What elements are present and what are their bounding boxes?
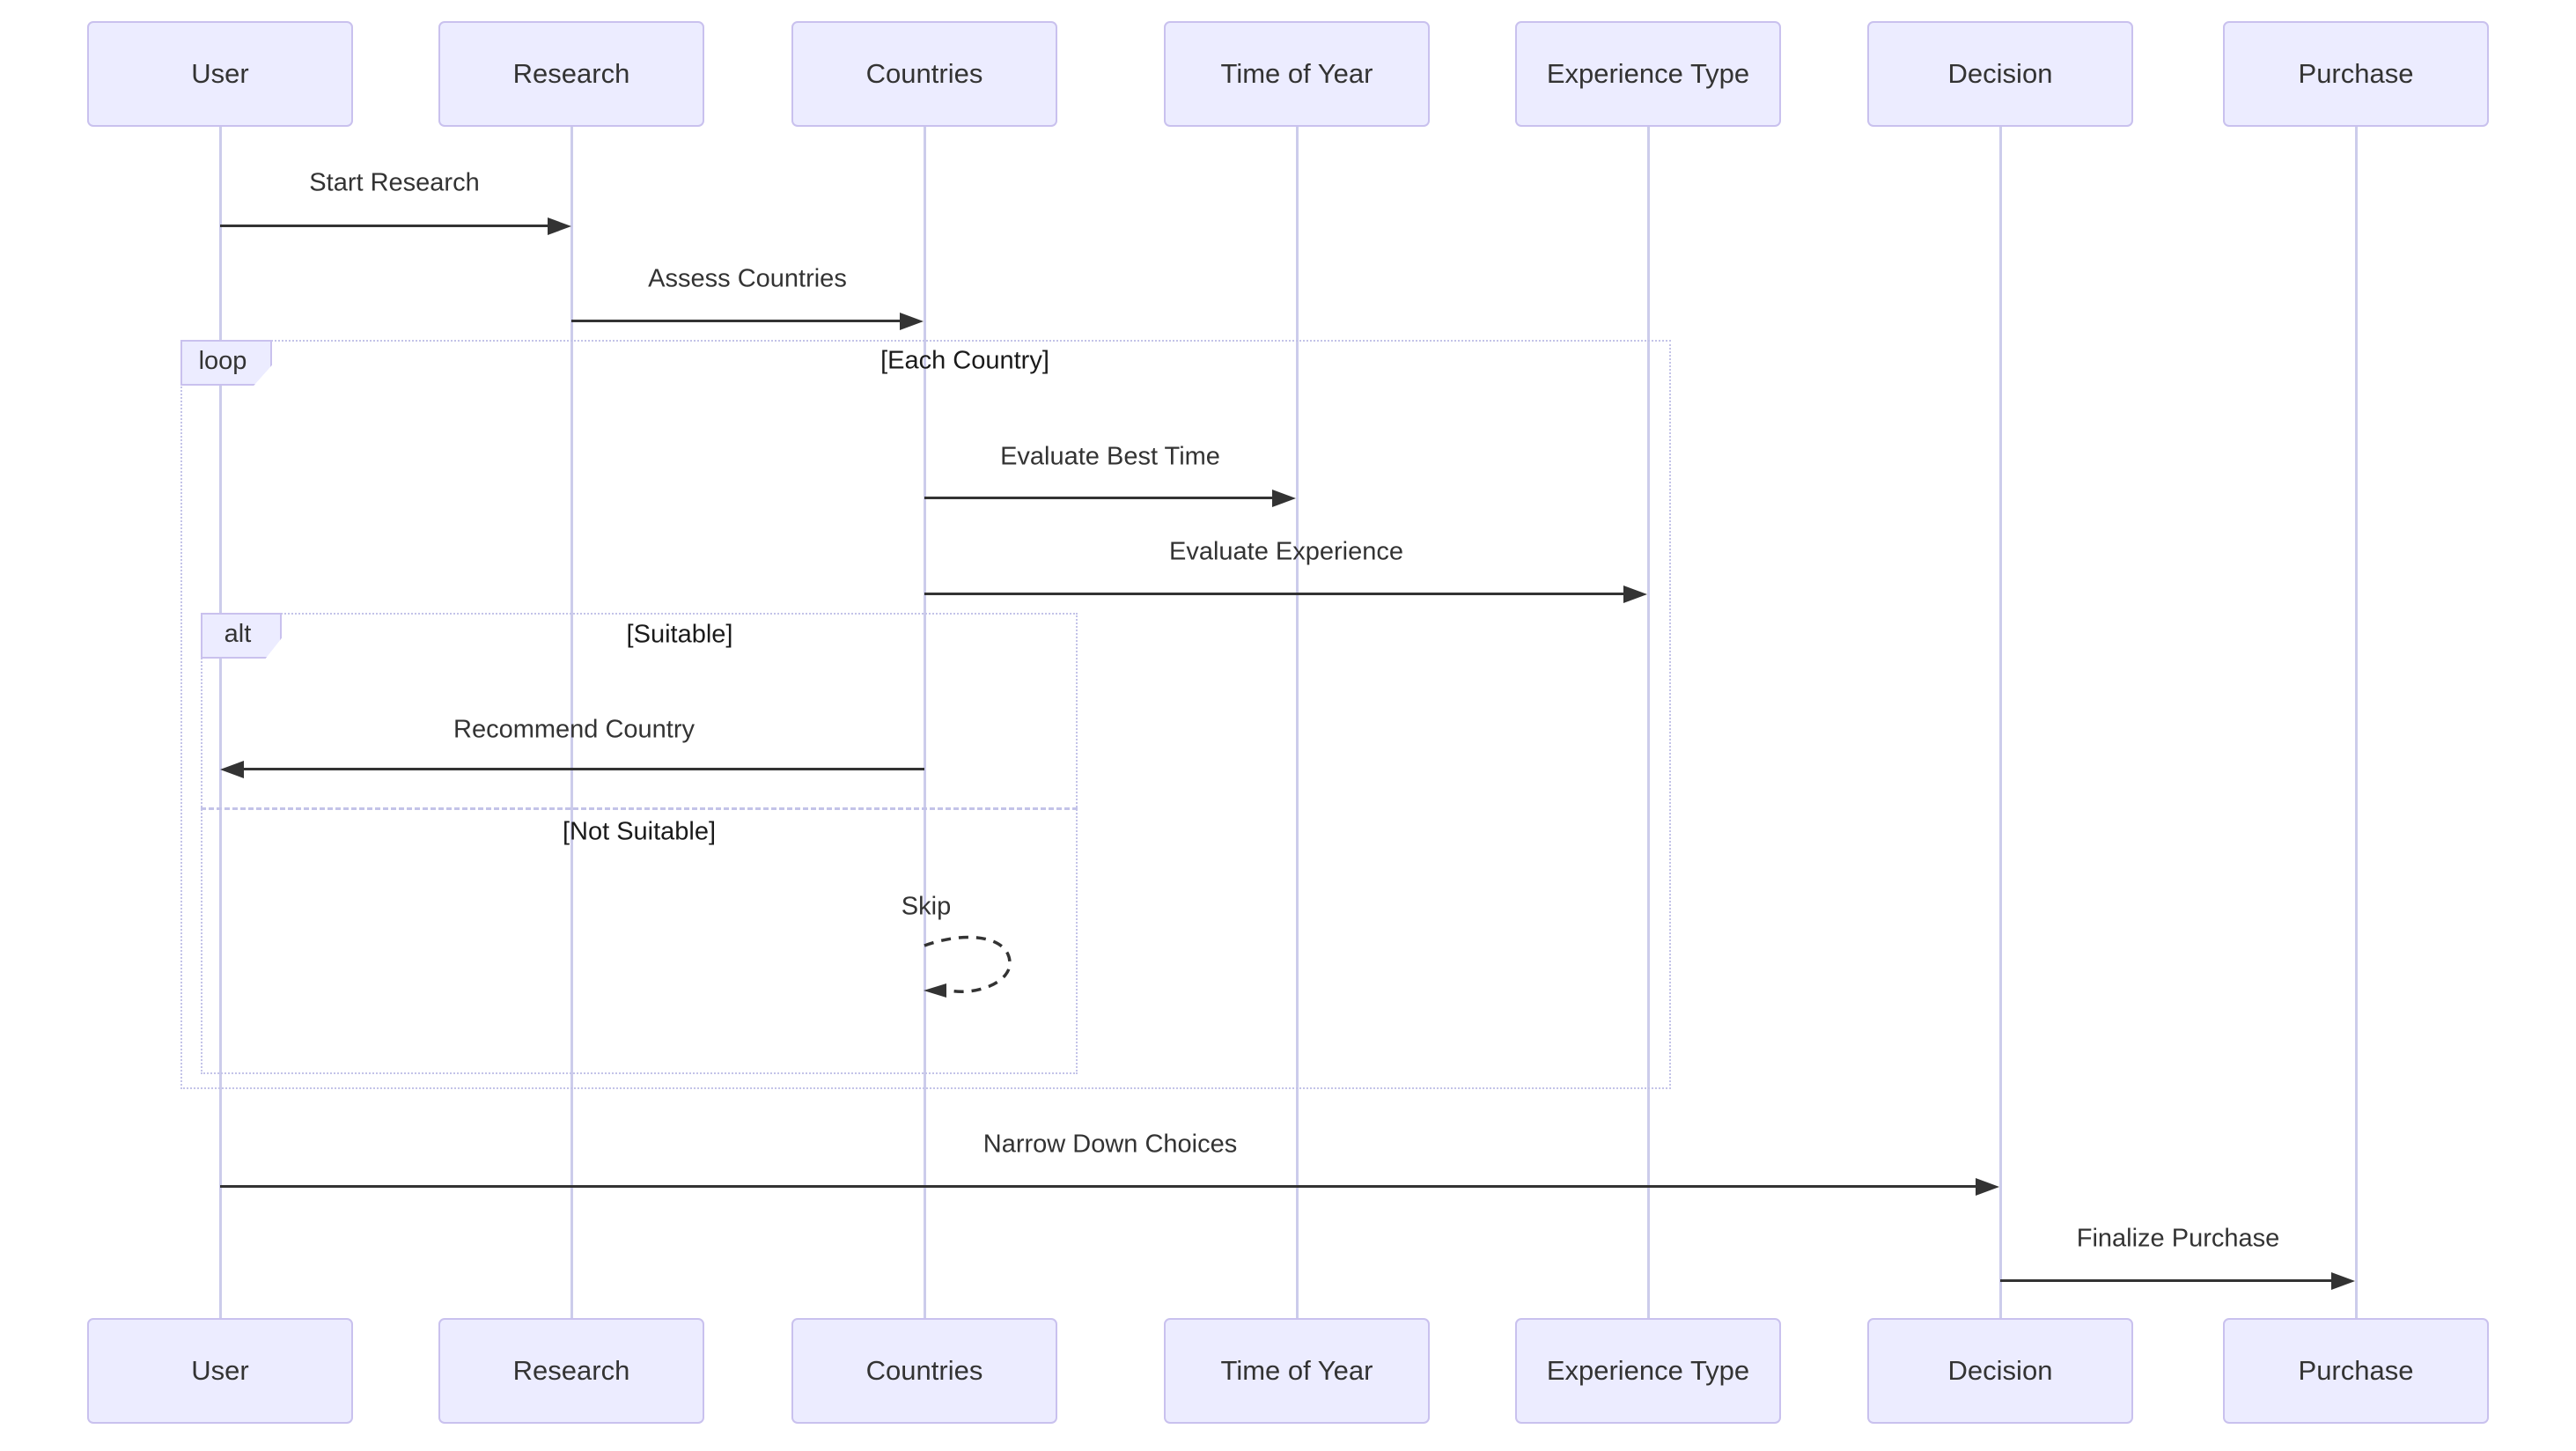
alt-label-text: alt — [224, 619, 252, 648]
actor-top-time-of-year: Time of Year — [1164, 21, 1430, 127]
message-start-research-line — [220, 225, 549, 227]
message-recommend-country-label: Recommend Country — [453, 715, 695, 744]
message-finalize-purchase-line — [2000, 1279, 2333, 1282]
actor-top-research-label: Research — [512, 58, 630, 89]
loop-fragment — [180, 340, 1671, 1089]
message-evaluate-best-time-arrowhead-icon — [1272, 490, 1296, 507]
message-finalize-purchase-arrowhead-icon — [2331, 1272, 2355, 1290]
message-start-research-arrowhead-icon — [548, 217, 571, 235]
message-evaluate-experience-label: Evaluate Experience — [1169, 537, 1403, 566]
lifeline-purchase — [2355, 127, 2358, 1318]
actor-bottom-experience-type-label: Experience Type — [1546, 1355, 1750, 1386]
actor-top-purchase: Purchase — [2223, 21, 2489, 127]
skip-self-loop-icon — [924, 935, 1012, 998]
actor-bottom-purchase: Purchase — [2223, 1318, 2489, 1424]
actor-top-user-label: User — [191, 58, 249, 89]
actor-bottom-countries: Countries — [791, 1318, 1057, 1424]
actor-top-countries: Countries — [791, 21, 1057, 127]
actor-top-decision-label: Decision — [1947, 58, 2053, 89]
alt-fragment-label: alt — [201, 613, 282, 659]
message-assess-countries-arrowhead-icon — [900, 313, 924, 330]
actor-bottom-user-label: User — [191, 1355, 249, 1386]
actor-bottom-user: User — [87, 1318, 353, 1424]
actor-bottom-countries-label: Countries — [865, 1355, 983, 1386]
message-evaluate-experience-line — [924, 593, 1626, 595]
actor-top-user: User — [87, 21, 353, 127]
message-assess-countries-label: Assess Countries — [648, 264, 847, 293]
message-finalize-purchase-label: Finalize Purchase — [2076, 1224, 2280, 1253]
actor-bottom-time-of-year-label: Time of Year — [1220, 1355, 1373, 1386]
actor-top-countries-label: Countries — [865, 58, 983, 89]
lifeline-countries — [924, 127, 926, 1318]
actor-bottom-decision-label: Decision — [1947, 1355, 2053, 1386]
loop-fragment-label: loop — [180, 340, 272, 386]
lifeline-user — [219, 127, 222, 1318]
message-narrow-down-choices-line — [220, 1185, 1977, 1188]
loop-label-text: loop — [198, 346, 247, 375]
actor-bottom-research: Research — [438, 1318, 704, 1424]
lifeline-research — [570, 127, 573, 1318]
actor-top-decision: Decision — [1867, 21, 2133, 127]
message-assess-countries-line — [571, 320, 902, 322]
actor-top-research: Research — [438, 21, 704, 127]
actor-bottom-time-of-year: Time of Year — [1164, 1318, 1430, 1424]
alt-fragment-divider — [201, 807, 1078, 810]
actor-top-experience-type-label: Experience Type — [1546, 58, 1750, 89]
actor-top-experience-type: Experience Type — [1515, 21, 1781, 127]
message-skip-label: Skip — [901, 892, 952, 921]
message-evaluate-best-time-label: Evaluate Best Time — [1000, 442, 1220, 471]
message-start-research-label: Start Research — [309, 168, 480, 197]
message-narrow-down-choices-label: Narrow Down Choices — [983, 1130, 1238, 1159]
alt-guard-suitable-text: [Suitable] — [626, 620, 733, 649]
message-narrow-down-choices-arrowhead-icon — [1976, 1178, 1999, 1196]
lifeline-decision — [1999, 127, 2002, 1318]
message-evaluate-experience-arrowhead-icon — [1623, 586, 1647, 603]
actor-bottom-experience-type: Experience Type — [1515, 1318, 1781, 1424]
loop-guard-text: [Each Country] — [880, 346, 1049, 375]
alt-fragment — [201, 613, 1078, 1074]
lifeline-experience-type — [1647, 127, 1650, 1318]
actor-top-time-of-year-label: Time of Year — [1220, 58, 1373, 89]
actor-bottom-research-label: Research — [512, 1355, 630, 1386]
message-recommend-country-arrowhead-icon — [220, 761, 244, 778]
message-recommend-country-line — [243, 768, 924, 770]
actor-top-purchase-label: Purchase — [2298, 58, 2414, 89]
actor-bottom-purchase-label: Purchase — [2298, 1355, 2414, 1386]
alt-guard-not-suitable-text: [Not Suitable] — [562, 817, 717, 846]
message-evaluate-best-time-line — [924, 497, 1275, 499]
actor-bottom-decision: Decision — [1867, 1318, 2133, 1424]
lifeline-time-of-year — [1296, 127, 1299, 1318]
